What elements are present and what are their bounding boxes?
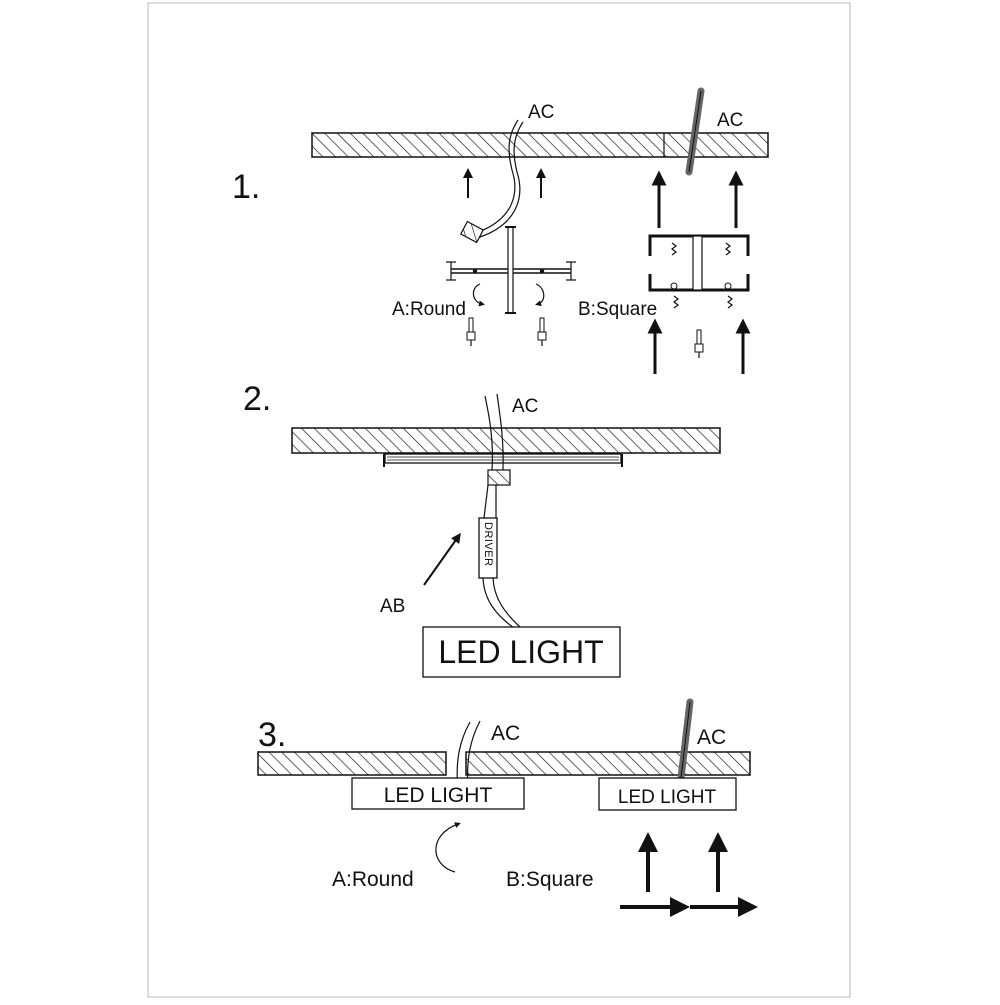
step-1-number: 1. (232, 168, 260, 206)
screw-icon (671, 242, 733, 309)
ac-cable-2 (483, 393, 511, 519)
wire-connector (459, 220, 485, 244)
step-2-number: 2. (243, 380, 271, 418)
screw-icon (694, 329, 704, 358)
led-light-label-square: LED LIGHT (618, 787, 717, 808)
led-light-box-round (351, 777, 525, 810)
ceiling-slab-1 (311, 132, 769, 158)
driver-box (478, 517, 498, 579)
led-light-box-2 (422, 626, 621, 678)
ceiling-slab-3-right (465, 751, 751, 776)
ac-label-3b: AC (697, 726, 726, 749)
ceiling-slab-3-left (257, 751, 447, 776)
round-mounting-bracket (446, 226, 576, 314)
square-ac-conduit-core (688, 90, 702, 173)
led-light-label-round: LED LIGHT (384, 784, 493, 807)
ac-conduit-3-core (680, 701, 691, 779)
round-label-3: A:Round (332, 868, 414, 891)
ac-label-2: AC (512, 396, 538, 417)
led-cable-b (492, 577, 521, 628)
ab-label: AB (380, 596, 405, 617)
screw-icon (466, 317, 476, 346)
rotate-arrow-3 (435, 822, 461, 873)
screw-icon (537, 317, 547, 346)
square-mounting-bracket (648, 234, 750, 292)
square-label-1: B:Square (578, 299, 657, 320)
ac-label-3a: AC (491, 722, 520, 745)
square-label-3: B:Square (506, 868, 594, 891)
driver-label: DRIVER (482, 522, 494, 567)
ac-label-1a: AC (528, 102, 554, 123)
round-ac-wire (459, 119, 524, 244)
cable-clamp (487, 469, 511, 486)
ac-label-1b: AC (717, 110, 743, 131)
page-frame (147, 2, 851, 998)
led-light-box-square (598, 777, 737, 811)
ceiling-slab-2 (291, 427, 721, 454)
step-1: 1. AC (232, 87, 769, 374)
led-cable-a (482, 577, 515, 629)
rotate-arrow-right (535, 283, 545, 307)
step-3-number: 3. (258, 716, 286, 754)
rotate-arrow-left (472, 283, 485, 307)
round-label-1: A:Round (392, 299, 466, 320)
ab-arrow (423, 532, 461, 586)
step-2: 2. AC DRIVER AB LED LIGHT (243, 380, 721, 678)
led-light-label-2: LED LIGHT (438, 634, 603, 670)
step-3: 3. AC AC LED LIGHT LED LIGHT A:Round B:S… (257, 698, 758, 917)
